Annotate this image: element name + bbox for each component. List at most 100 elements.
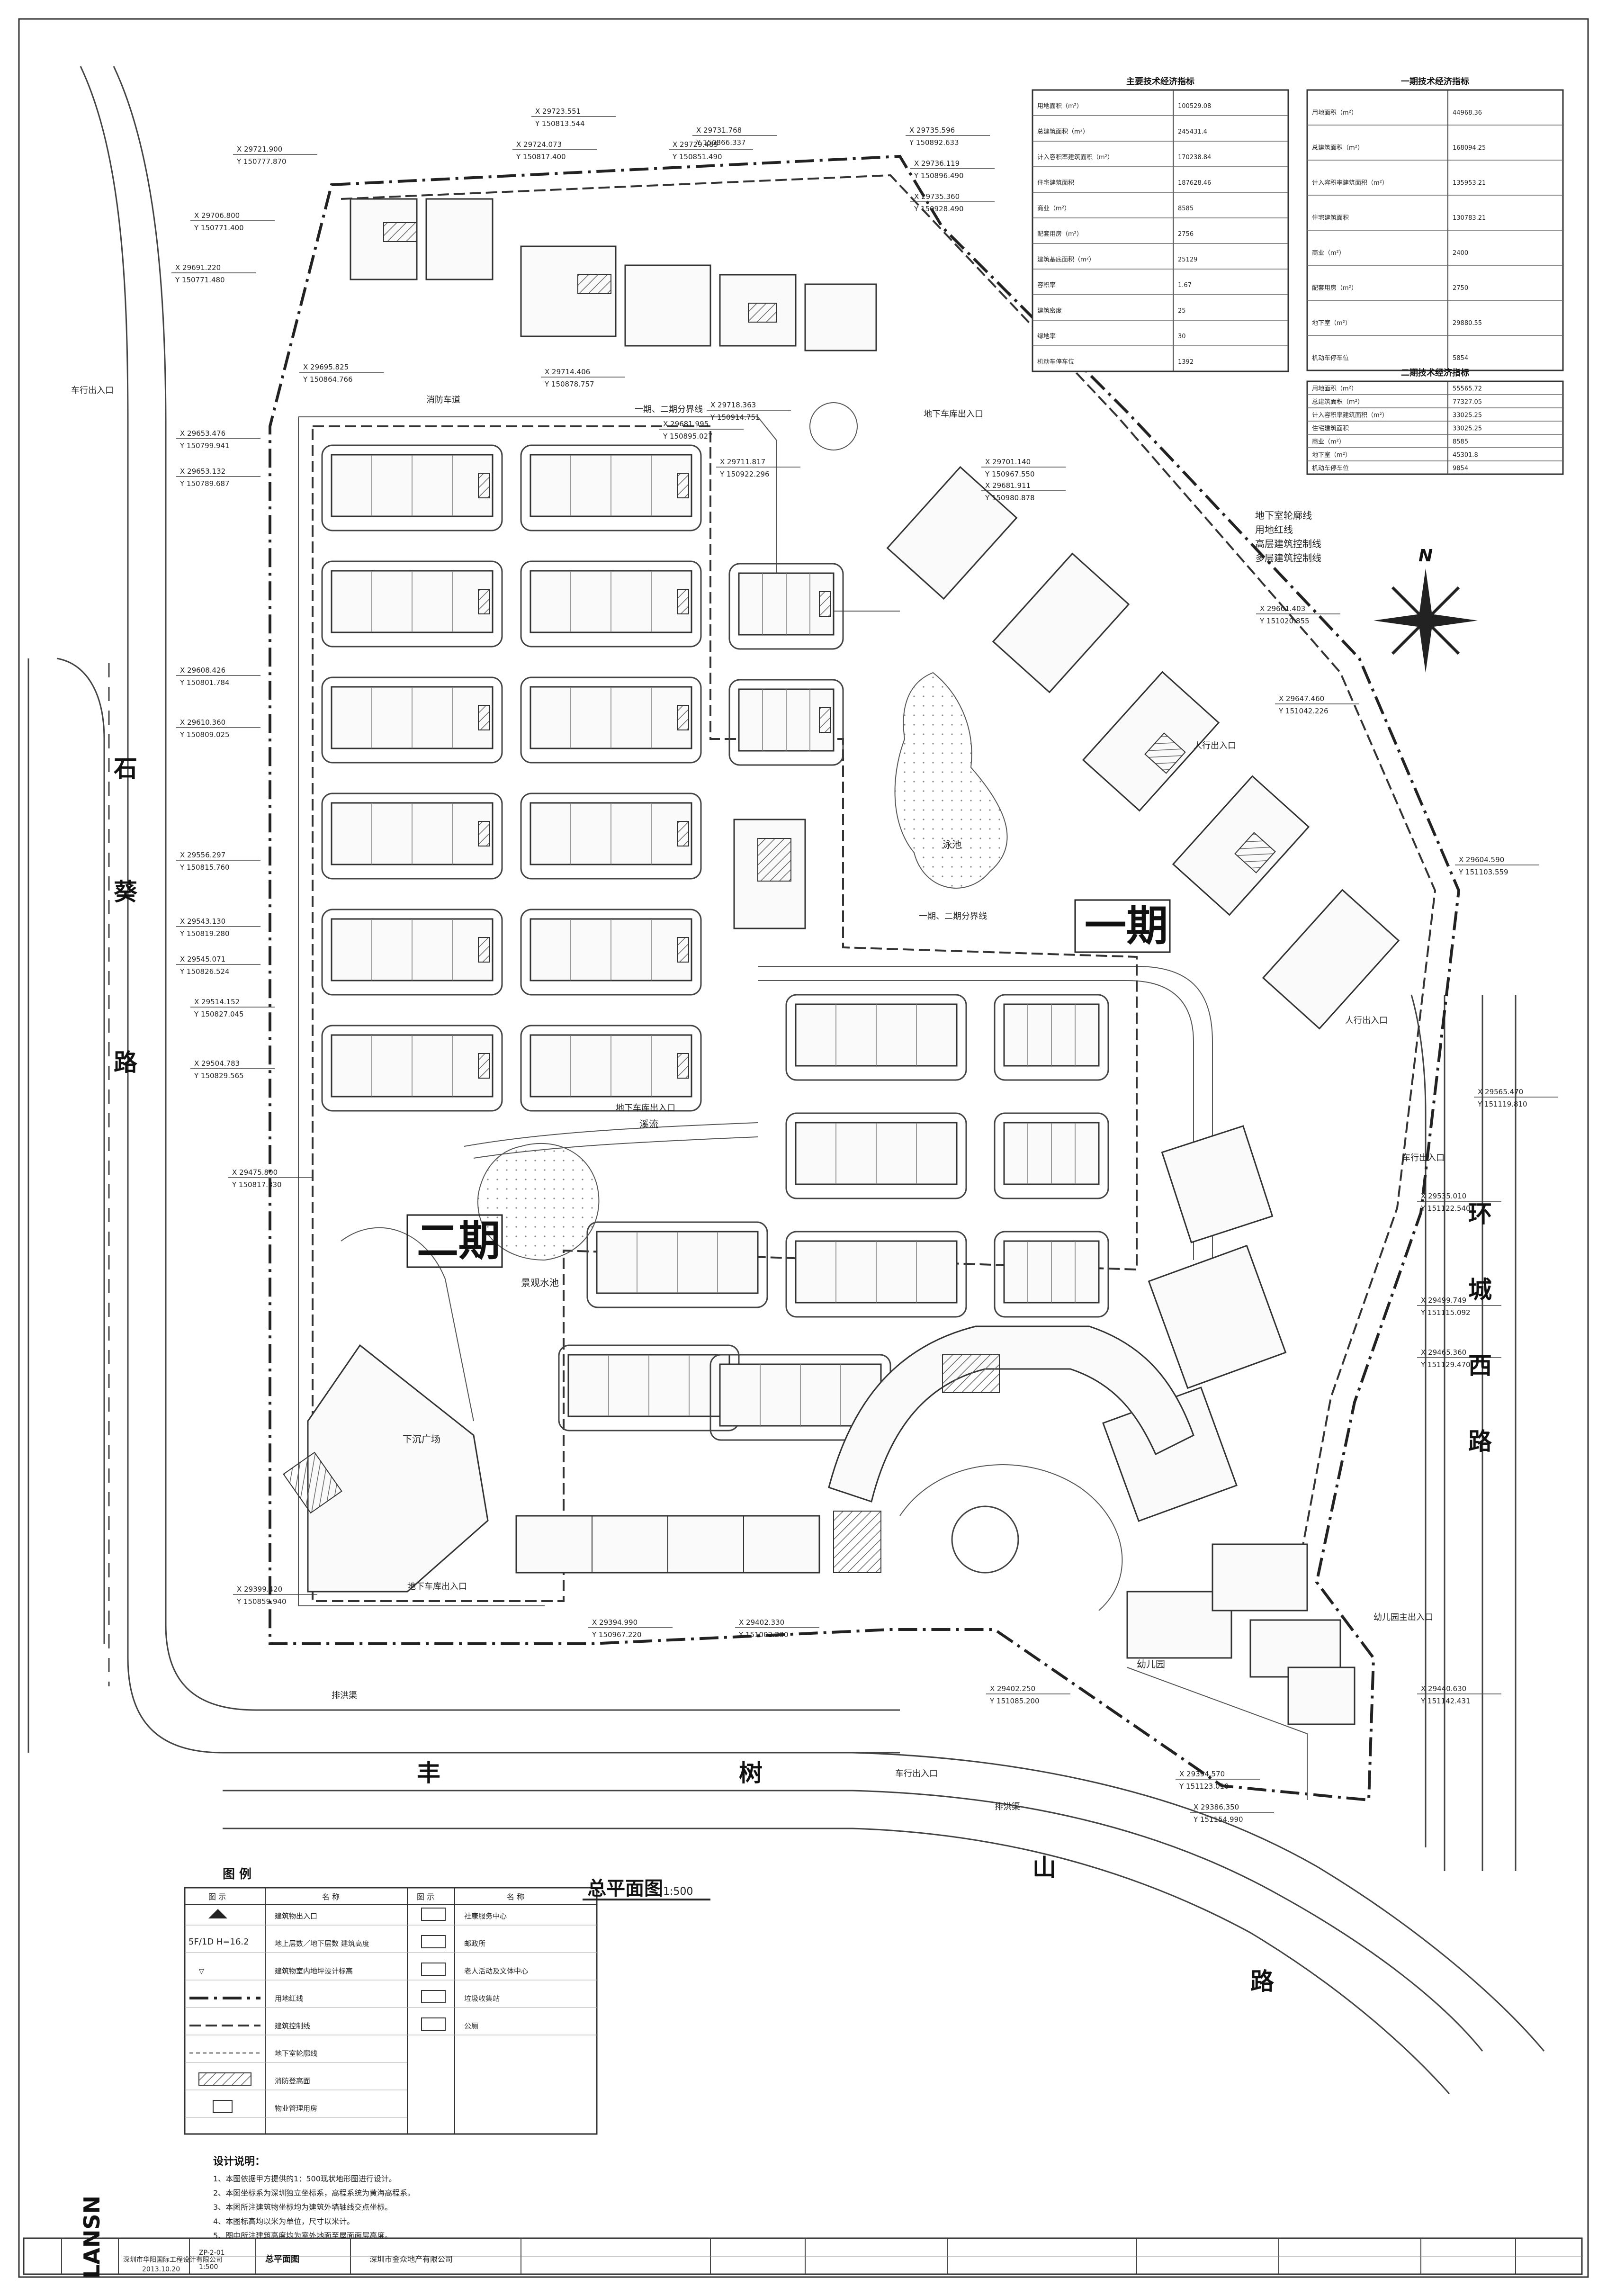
legend-item-label: 消防登高面 <box>275 2077 310 2085</box>
table-cell-label: 机动车停车位 <box>1312 354 1349 362</box>
coordinate-x: X 29543.130 <box>180 917 225 926</box>
coordinate-x: X 29721.900 <box>237 145 282 153</box>
table-cell-value: 33025.25 <box>1453 412 1482 419</box>
parking-entry-label-3: 地下车库出入口 <box>407 1582 467 1592</box>
drawing-scale-tb: 1:500 <box>199 2263 218 2271</box>
basement-outline <box>312 425 1138 1602</box>
north-row-buildings <box>350 198 877 351</box>
coordinate-y: Y 150866.337 <box>696 138 746 147</box>
building-block <box>321 444 503 531</box>
table-cell-value: 29880.55 <box>1453 320 1482 327</box>
coordinate-y: Y 150815.760 <box>180 863 230 872</box>
road-west-char-3: 路 <box>114 1049 138 1076</box>
table-cell-label: 商业（m²） <box>1312 250 1345 257</box>
phase-boundary-label-2: 一期、二期分界线 <box>919 911 987 921</box>
legend-panel: 图 例 图 示 名 称 图 示 名 称 5F/1D H=16.2 建筑物出入口地… <box>184 1867 598 2135</box>
note-line: 1、本图依据甲方提供的1：500现状地形图进行设计。 <box>213 2174 396 2183</box>
coordinate-y: Y 151129.470 <box>1420 1360 1471 1369</box>
road-south-char-3: 山 <box>1032 1854 1056 1882</box>
legend-item: 用地红线 <box>189 1994 303 2003</box>
main-tech-table: 主要技术经济指标用地面积（m²）100529.08总建筑面积（m²）245431… <box>1032 76 1289 372</box>
building-block <box>321 1025 503 1112</box>
road-east-char-2: 城 <box>1468 1276 1492 1304</box>
coordinate-y: Y 150799.941 <box>180 441 230 450</box>
drainage-label-1: 排洪渠 <box>332 1691 357 1701</box>
coordinate-y: Y 150922.296 <box>719 470 770 478</box>
building-block <box>520 560 702 648</box>
building-block <box>321 676 503 764</box>
table-cell-value: 33025.25 <box>1453 425 1482 432</box>
road-south-char-2: 树 <box>739 1759 763 1787</box>
legend-item: 公厕 <box>421 2017 478 2031</box>
table-cell-value: 9854 <box>1453 465 1468 472</box>
table-cell-label: 总建筑面积（m²） <box>1312 398 1364 406</box>
table-cell-value: 135953.21 <box>1453 180 1486 187</box>
table-cell-label: 计入容积率建筑面积（m²） <box>1312 412 1388 419</box>
table-cell-value: 170238.84 <box>1178 154 1211 161</box>
table-row: 配套用房（m²）2756 <box>1037 230 1194 238</box>
coordinate-x: X 29681.911 <box>985 481 1031 490</box>
table-cell-label: 商业（m²） <box>1312 439 1345 446</box>
legend-item-label: 社康服务中心 <box>464 1912 507 1920</box>
coordinate-x: X 29504.783 <box>194 1059 240 1068</box>
table-cell-value: 100529.08 <box>1178 103 1211 110</box>
table-row: 商业（m²）8585 <box>1037 205 1194 212</box>
building-block <box>321 560 503 648</box>
coordinate-y: Y 150777.870 <box>236 157 287 166</box>
table-title: 一期技术经济指标 <box>1401 76 1469 87</box>
svg-text:N: N <box>1418 546 1433 566</box>
coordinate-x: X 29608.426 <box>180 666 225 675</box>
coordinate-x: X 29514.152 <box>194 998 240 1006</box>
table-row: 计入容积率建筑面积（m²） 135953.21 <box>1312 179 1486 187</box>
table-cell-value: 245431.4 <box>1178 128 1207 135</box>
company-name: 深圳市华阳国际工程设计有限公司 <box>123 2256 223 2264</box>
table-row: 用地面积（m²）55565.72 <box>1312 386 1482 393</box>
coordinate-y: Y 150801.784 <box>180 678 230 687</box>
table-row: 总建筑面积（m²）245431.4 <box>1037 128 1207 135</box>
table-cell-label: 容积率 <box>1037 281 1056 289</box>
phase-two-label: 二期 <box>417 1216 500 1265</box>
coordinate-x: X 29402.250 <box>990 1684 1035 1693</box>
table-cell-label: 计入容积率建筑面积（m²） <box>1312 179 1388 187</box>
coordinate-y: Y 151119.810 <box>1477 1100 1527 1108</box>
coordinate-y: Y 151042.226 <box>1278 707 1329 715</box>
legend-title: 图 例 <box>223 1867 251 1882</box>
table-row: 商业（m²）8585 <box>1312 439 1468 446</box>
building-block <box>994 1112 1109 1199</box>
table-cell-label: 地下室（m²） <box>1312 319 1351 327</box>
table-cell-label: 配套用房（m²） <box>1312 284 1357 292</box>
coordinate-y: Y 151122.540 <box>1420 1204 1471 1213</box>
legend-item-label: 建筑物室内地坪设计标高 <box>275 1967 353 1975</box>
legend-item-label: 地上层数／地下层数 建筑高度 <box>275 1939 369 1948</box>
road-west-char-2: 葵 <box>114 878 138 906</box>
coordinate-label: X 29721.900 Y 150777.870 <box>233 145 317 166</box>
coordinate-x: X 29714.406 <box>545 368 590 376</box>
road-south-char-4: 路 <box>1250 1968 1275 1995</box>
parking-entry-label-1: 地下车库出入口 <box>924 409 983 419</box>
coordinate-x: X 29386.350 <box>1194 1803 1239 1811</box>
coordinate-x: X 29723.551 <box>535 107 581 116</box>
coordinate-x: X 29556.297 <box>180 851 225 859</box>
table-row: 计入容积率建筑面积（m²） 33025.25 <box>1312 412 1482 419</box>
legend-item-label: 用地红线 <box>275 1994 303 2003</box>
building-block <box>520 792 702 880</box>
drainage-label-2: 排洪渠 <box>995 1802 1020 1812</box>
coordinate-x: X 29475.800 <box>232 1168 278 1177</box>
coordinate-x: X 29440.630 <box>1421 1684 1466 1693</box>
table-row: 用地面积（m²）100529.08 <box>1037 103 1211 110</box>
mid-buildings <box>558 563 1109 1441</box>
coordinate-x: X 29499.749 <box>1421 1296 1466 1305</box>
coordinate-y: Y 150817.400 <box>516 153 566 161</box>
